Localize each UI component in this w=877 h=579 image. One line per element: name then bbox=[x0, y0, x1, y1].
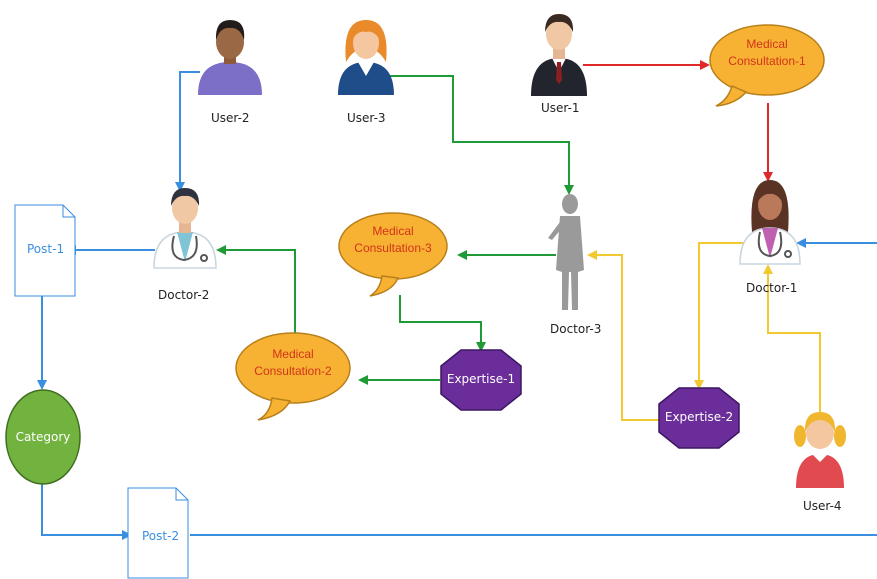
user-1-hair bbox=[545, 14, 574, 32]
doctor-3-label: Doctor-3 bbox=[550, 322, 602, 336]
edge-doctor1-expertise2 bbox=[694, 242, 745, 390]
user-3-collar bbox=[358, 62, 374, 76]
doctor-1-stethoscope-head bbox=[784, 250, 792, 258]
user-4-body bbox=[796, 454, 844, 488]
user-3-fringe bbox=[352, 24, 380, 40]
user-3-label: User-3 bbox=[347, 111, 386, 125]
edge-mc2-doctor2 bbox=[216, 245, 296, 337]
doctor-3-head bbox=[562, 194, 578, 214]
user-4-head bbox=[806, 417, 834, 449]
user-1-tie bbox=[556, 62, 562, 84]
mc1-line-1: Medical bbox=[746, 37, 788, 51]
expertise-2-label: Expertise-2 bbox=[664, 410, 734, 424]
doctor-2-shirt bbox=[177, 232, 193, 262]
user-3-head bbox=[353, 27, 379, 59]
user-2-label: User-2 bbox=[211, 111, 250, 125]
user-3-body bbox=[338, 62, 394, 95]
user-4-pigtail-right bbox=[834, 425, 846, 447]
post-2-document[interactable] bbox=[127, 487, 189, 579]
edge-user3-doctor3 bbox=[390, 75, 574, 195]
post-2-fold bbox=[175, 488, 188, 501]
expertise-1-label: Expertise-1 bbox=[446, 372, 516, 386]
doctor-1-head bbox=[758, 190, 782, 220]
doctor-3-silhouette bbox=[556, 216, 584, 310]
edge-mc3-expertise1 bbox=[399, 295, 486, 352]
user-4-pigtail-left bbox=[794, 425, 806, 447]
doctor-1-shirt bbox=[762, 228, 778, 258]
user-4-collar bbox=[812, 454, 828, 462]
edge-expertise2-doctor3 bbox=[587, 250, 660, 421]
edge-user2-doctor2 bbox=[175, 71, 200, 192]
doctor-2-stethoscope bbox=[171, 235, 198, 262]
edge-user4-doctor1 bbox=[763, 264, 821, 420]
user-2-head bbox=[216, 25, 244, 59]
mc3-bubble-tail bbox=[369, 275, 400, 297]
medical-consultation-3-text: Medical Consultation-3 bbox=[339, 223, 447, 257]
post-1-label: Post-1 bbox=[27, 242, 65, 256]
doctor-1-figure[interactable] bbox=[739, 180, 801, 265]
medical-consultation-2-text: Medical Consultation-2 bbox=[236, 346, 350, 380]
user-4-figure[interactable] bbox=[794, 412, 846, 488]
mc1-line-2: Consultation-1 bbox=[728, 54, 806, 68]
post-2-label: Post-2 bbox=[142, 529, 180, 543]
user-2-body bbox=[198, 62, 262, 95]
category-shape[interactable] bbox=[5, 389, 81, 485]
doctor-1-fringe bbox=[757, 186, 783, 203]
mc2-line-2: Consultation-2 bbox=[254, 364, 332, 378]
expertise-2-shape[interactable] bbox=[658, 387, 740, 449]
mc3-line-2: Consultation-3 bbox=[354, 241, 432, 255]
doctor-1-label: Doctor-1 bbox=[746, 281, 798, 295]
category-label: Category bbox=[15, 430, 71, 444]
mc3-line-1: Medical bbox=[372, 224, 414, 238]
doctor-1-stethoscope bbox=[757, 231, 783, 258]
user-3-figure[interactable] bbox=[338, 20, 394, 95]
doctor-2-figure[interactable] bbox=[153, 188, 217, 269]
doctor-3-figure[interactable] bbox=[548, 194, 584, 310]
medical-consultation-1-text: Medical Consultation-1 bbox=[710, 36, 824, 70]
medical-consultation-1-shape[interactable] bbox=[709, 24, 825, 107]
mc2-line-1: Medical bbox=[272, 347, 314, 361]
user-1-label: User-1 bbox=[541, 101, 580, 115]
user-1-head bbox=[546, 18, 572, 50]
user-2-hair bbox=[215, 20, 245, 40]
expertise-1-shape[interactable] bbox=[440, 349, 522, 411]
user-1-figure[interactable] bbox=[531, 14, 587, 96]
user-2-figure[interactable] bbox=[198, 20, 262, 95]
mc1-bubble-tail bbox=[715, 84, 748, 107]
doctor-2-head bbox=[172, 192, 198, 224]
post-1-document[interactable] bbox=[14, 204, 76, 297]
post-1-fold bbox=[62, 205, 75, 218]
user-4-label: User-4 bbox=[803, 499, 842, 513]
doctor-2-hair bbox=[171, 188, 200, 206]
doctor-2-stethoscope-head bbox=[200, 254, 208, 262]
doctor-2-label: Doctor-2 bbox=[158, 288, 210, 302]
doctor-3-arm bbox=[548, 222, 562, 240]
medical-consultation-3-shape[interactable] bbox=[338, 212, 448, 297]
edge-category-post2 bbox=[41, 484, 132, 540]
user-4-hair bbox=[804, 412, 836, 432]
medical-consultation-2-shape[interactable] bbox=[235, 332, 351, 421]
mc2-bubble-tail bbox=[257, 397, 292, 421]
mc1-bubble-body bbox=[709, 24, 825, 96]
mc2-bubble-body bbox=[235, 332, 351, 404]
